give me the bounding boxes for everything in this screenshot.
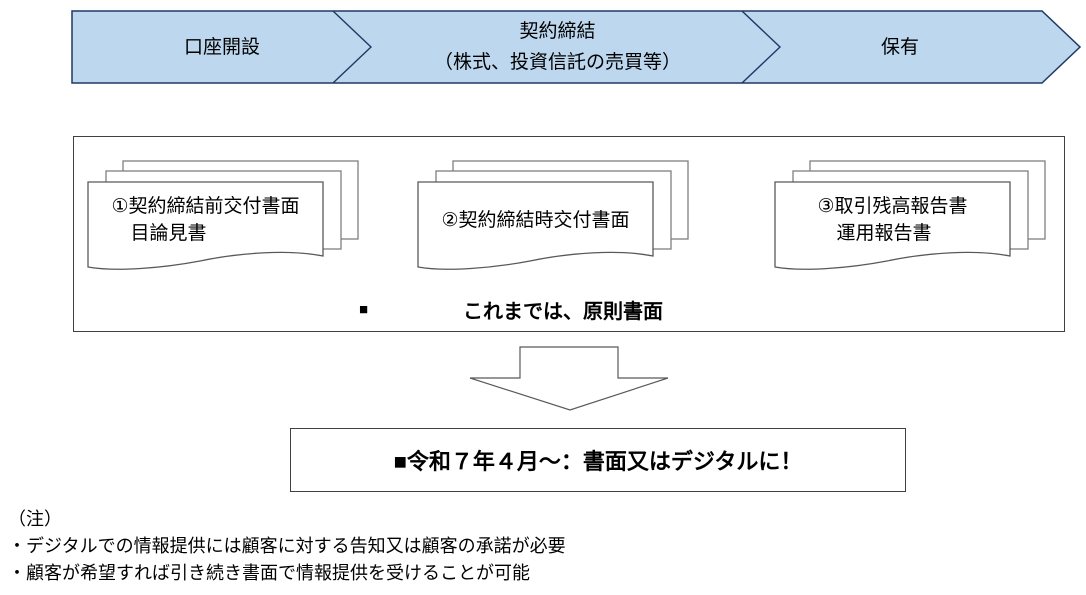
process-chevron-band [71,10,1082,84]
flow-step-label: 契約締結 [519,21,596,42]
document-label-line2: 目論見書 [130,223,207,244]
flow-step-contract-conclusion: 契約締結 （株式、投資信託の売買等） [390,11,725,83]
notes-section: （注） ・デジタルでの情報提供には顧客に対する告知又は顧客の承諾が必要 ・顧客が… [8,506,708,587]
document-label-1: ①契約締結前交付書面 目論見書 [88,186,323,254]
principle-statement-inner: ■ これまでは、原則書面 [359,295,663,324]
chevron-separator-2 [741,10,782,84]
flow-step-account-opening: 口座開設 [72,11,372,83]
document-stack-1 [87,160,359,270]
chevron-separator-1 [332,10,373,84]
document-label-line1: ②契約締結時交付書面 [441,209,630,231]
note-item-2: ・顧客が希望すれば引き続き書面で情報提供を受けることが可能 [8,563,530,583]
document-sheet-front [417,181,654,270]
conclusion-text: ■令和７年４月～：書面又はデジタルに！ [393,449,803,474]
note-item-1: ・デジタルでの情報提供には顧客に対する告知又は顧客の承諾が必要 [8,536,566,556]
document-label-line1: ①契約締結前交付書面 [111,196,300,217]
chevron-band-shape [71,10,1082,84]
document-label-line2: 運用報告書 [836,223,932,244]
flow-step-sublabel: （株式、投資信託の売買等） [433,52,681,73]
principle-text: これまでは、原則書面 [463,300,664,323]
document-label-line1: ③取引残高報告書 [817,196,968,217]
flow-step-label: 保有 [880,36,919,58]
document-sheet-front [774,181,1011,270]
flow-step-holding: 保有 [760,11,1040,83]
document-sheet-front [87,181,324,270]
notes-header: （注） [8,509,62,529]
document-label-2: ②契約締結時交付書面 [418,186,653,254]
flow-step-label: 口座開設 [183,36,260,58]
square-bullet-icon: ■ [358,300,369,318]
down-arrow [469,346,669,411]
conclusion-box: ■令和７年４月～：書面又はデジタルに！ [290,428,906,492]
document-label-3: ③取引残高報告書 運用報告書 [775,186,1010,254]
document-stack-3 [774,160,1046,270]
document-stack-2 [417,160,689,270]
documents-box [73,136,1065,332]
principle-statement: ■ これまでは、原則書面 [73,295,1065,323]
